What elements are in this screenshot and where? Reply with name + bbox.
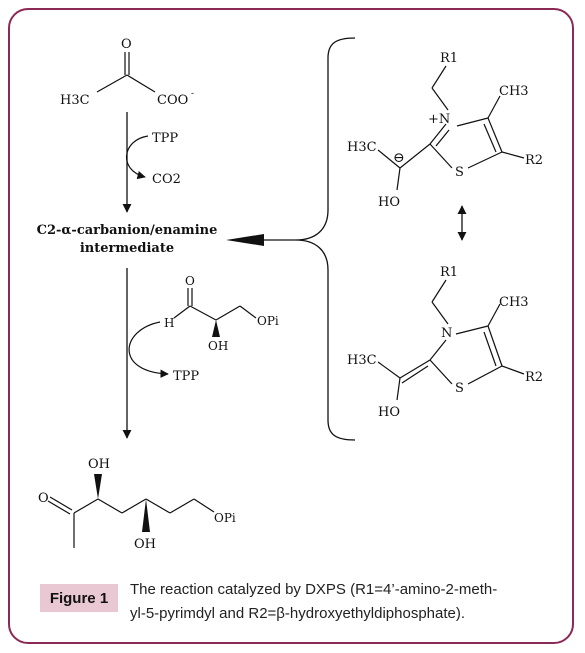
step1-curved-arrow [126, 135, 149, 180]
pyruvate-structure: O H3C COO - [60, 37, 194, 108]
figure-caption-text: The reaction catalyzed by DXPS (R1=4’-am… [130, 578, 560, 626]
g3p-phosphate-label: OPi [257, 314, 279, 328]
step2-curved-arrow [128, 321, 169, 378]
carbanion-charge: ⊖ [393, 150, 405, 166]
step1-tpp-label: TPP [152, 131, 178, 146]
enamine-methyl-label: CH3 [499, 295, 529, 310]
product-hydroxyl-bottom-label: OH [134, 537, 156, 552]
resonance-brace [295, 37, 356, 441]
enamine-sulfur-label: S [455, 381, 464, 396]
carbanion-nitrogen-label: +N [428, 112, 450, 127]
carbanion-sulfur-label: S [455, 165, 464, 180]
product-oxygen-label: O [38, 491, 49, 506]
g3p-oxygen-label: O [185, 274, 195, 288]
product-structure: O OH OH OPi [38, 457, 236, 552]
enamine-nitrogen-label: N [441, 326, 452, 341]
g3p-structure: O H OH OPi [164, 274, 279, 353]
enamine-r2-label: R2 [525, 370, 543, 385]
pyruvate-charge: - [191, 89, 194, 99]
enamine-structure: R1 N CH3 H3C S R2 HO [347, 265, 543, 420]
figure-caption-line1: The reaction catalyzed by DXPS (R1=4’-am… [130, 581, 498, 598]
figure-caption-line2: yl-5-pyrimdyl and R2=β-hydroxyethyldipho… [130, 605, 466, 622]
pyruvate-carboxylate-label: COO [157, 93, 188, 108]
carbanion-h3c-label: H3C [347, 140, 377, 155]
intermediate-label-line1: C2-α-carbanion/enamine [37, 223, 218, 238]
pyruvate-methyl-label: H3C [60, 93, 90, 108]
enamine-h3c-label: H3C [347, 353, 377, 368]
intermediate-label-line2: intermediate [80, 241, 174, 256]
figure-label: Figure 1 [40, 584, 118, 612]
step1-co2-label: CO2 [152, 172, 181, 187]
product-phosphate-label: OPi [214, 511, 236, 525]
figure-caption: Figure 1 The reaction catalyzed by DXPS … [40, 578, 560, 638]
product-hydroxyl-top-label: OH [88, 457, 110, 472]
step2-tpp-label: TPP [173, 369, 199, 384]
enamine-r1-label: R1 [440, 265, 458, 280]
carbanion-r1-label: R1 [440, 51, 458, 66]
g3p-hydroxyl-label: OH [208, 339, 228, 353]
brace-arrowhead [226, 234, 264, 246]
enamine-hydroxyl-label: HO [378, 405, 400, 420]
carbanion-methyl-label: CH3 [499, 84, 529, 99]
g3p-hydrogen-label: H [164, 316, 174, 330]
carbanion-hydroxyl-label: HO [378, 195, 400, 210]
carbanion-r2-label: R2 [525, 153, 543, 168]
carbanion-structure: R1 +N CH3 H3C S R2 HO ⊖ [347, 51, 543, 210]
pyruvate-oxygen-label: O [121, 37, 132, 52]
figure-frame [8, 8, 574, 644]
